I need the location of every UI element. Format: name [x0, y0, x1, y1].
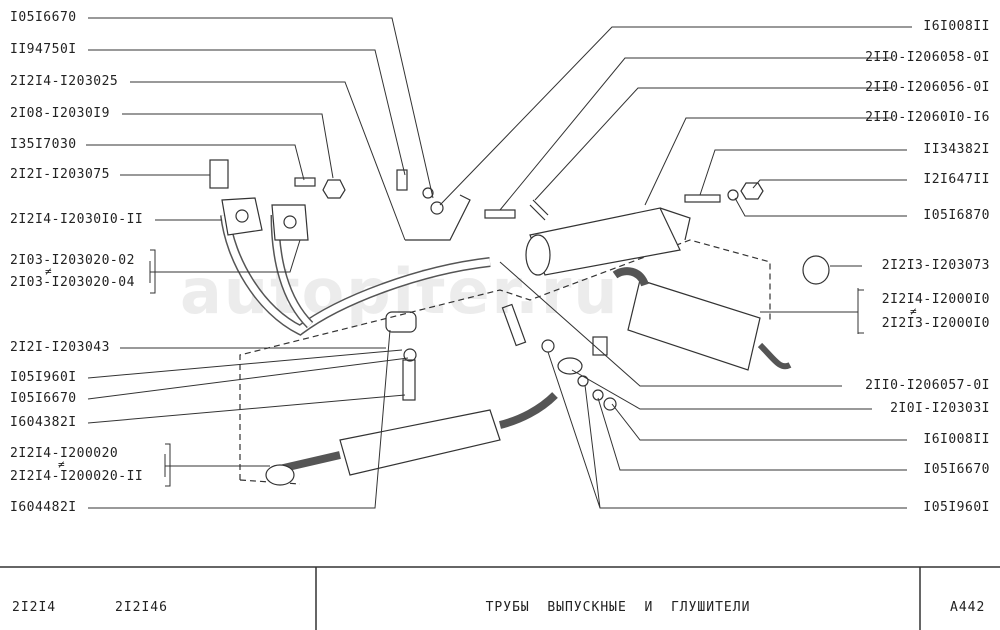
rear-muffler: [627, 279, 761, 371]
part-label: I6I008II: [923, 432, 990, 447]
footer-page-code: A442: [950, 600, 986, 615]
part-label: 2I2I4-I203025: [10, 74, 119, 89]
part-label: 2I08-I2030I9: [10, 106, 110, 121]
leader-lines-left: [86, 17, 434, 509]
part-label: 2II0-I2060I0-I6: [865, 110, 990, 125]
part-label: II34382I: [923, 142, 990, 157]
part-label: 2I2I4-I200020-II: [10, 469, 144, 484]
rubber-mount: [802, 255, 830, 285]
part-label: 2I2I-I203075: [10, 167, 110, 182]
flange-2: [271, 204, 309, 241]
part-label: 2I2I-I203043: [10, 340, 110, 355]
not-equal-symbol: ≠: [910, 305, 918, 318]
catalytic-converter: [529, 207, 681, 276]
leader-lines-right: [439, 26, 912, 509]
part-label: I05I6670: [10, 391, 77, 406]
not-equal-symbol: ≠: [58, 458, 66, 471]
part-label: 2I03-I203020-04: [10, 275, 135, 290]
part-label: 2II0-I206057-0I: [865, 378, 990, 393]
flange-1: [221, 197, 263, 236]
part-label: I05I6670: [923, 462, 990, 477]
part-label: 2II0-I206058-0I: [865, 50, 990, 65]
part-label: I05I6870: [923, 208, 990, 223]
part-label: I05I960I: [10, 370, 77, 385]
part-label: 2I03-I203020-02: [10, 253, 135, 268]
part-label: I604482I: [10, 500, 77, 515]
part-label: 2I2I4-I2030I0-II: [10, 212, 144, 227]
part-label: I05I960I: [923, 500, 990, 515]
part-label: II94750I: [10, 42, 77, 57]
footer-title: ТРУБЫ ВЫПУСКНЫЕ И ГЛУШИТЕЛИ: [485, 600, 751, 615]
footer-model-2: 2I2I46: [115, 600, 168, 615]
part-label: 2II0-I206056-0I: [865, 80, 990, 95]
not-equal-symbol: ≠: [45, 265, 53, 278]
footer-model-1: 2I2I4: [12, 600, 57, 615]
part-label: I2I647II: [923, 172, 990, 187]
part-label: 2I2I4-I200020: [10, 446, 119, 461]
part-label: 2I2I3-I2000I0: [881, 316, 990, 331]
part-label: I35I7030: [10, 137, 77, 152]
part-label: I05I6670: [10, 10, 77, 25]
part-label: 2I2I3-I203073: [881, 258, 990, 273]
body-outline: [239, 239, 771, 480]
part-label: 2I0I-I20303I: [890, 401, 990, 416]
part-label: 2I2I4-I2000I0: [881, 292, 990, 307]
part-label: I6I008II: [923, 19, 990, 34]
resonator: [339, 409, 501, 476]
part-label: I604382I: [10, 415, 77, 430]
